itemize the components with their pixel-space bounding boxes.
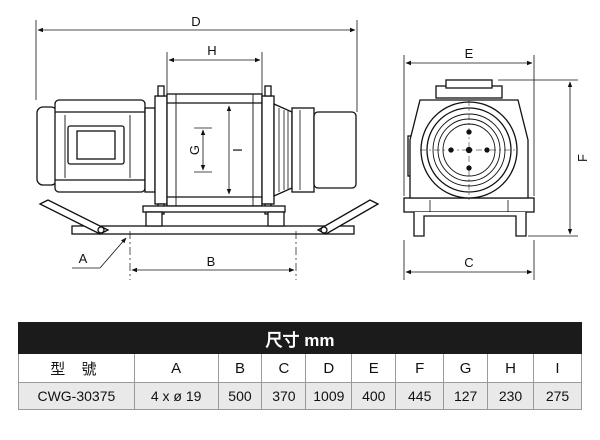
label-d: D	[191, 14, 200, 29]
table-row: CWG-30375 4 x ø 19 500 370 1009 400 445 …	[18, 382, 582, 410]
cell-b: 500	[217, 382, 263, 410]
header-a: A	[133, 353, 219, 383]
header-model: 型 號	[18, 353, 135, 383]
header-g: G	[443, 353, 489, 383]
header-b: B	[217, 353, 263, 383]
label-h: H	[207, 43, 216, 58]
gearbox	[261, 85, 357, 215]
table-header-row: 型 號 A B C D E F G H I	[18, 353, 582, 383]
cell-g: 127	[443, 382, 489, 410]
drum	[166, 93, 263, 207]
cell-c: 370	[261, 382, 307, 410]
header-h: H	[487, 353, 534, 383]
dimension-f: F	[498, 79, 590, 237]
table-title: 尺寸 mm	[18, 322, 582, 354]
cell-model: CWG-30375	[18, 382, 135, 410]
label-g: G	[187, 145, 202, 155]
label-c: C	[464, 255, 473, 270]
cell-h: 230	[487, 382, 534, 410]
label-f: F	[575, 154, 590, 162]
header-f: F	[395, 353, 445, 383]
dimension-c: C	[403, 240, 535, 280]
dimension-d: D	[35, 12, 358, 112]
leader-a: A	[72, 237, 127, 269]
dimension-b: B	[131, 254, 295, 273]
cell-e: 400	[351, 382, 397, 410]
header-e: E	[351, 353, 397, 383]
label-e: E	[465, 46, 474, 61]
dimension-e: E	[403, 46, 535, 196]
end-view	[403, 79, 535, 237]
dimension-h: H	[166, 43, 263, 94]
left-flange	[144, 85, 168, 215]
cell-a: 4 x ø 19	[133, 382, 219, 410]
label-a: A	[79, 251, 88, 266]
dimension-g: G	[187, 127, 212, 173]
side-view	[36, 85, 380, 280]
cell-f: 445	[395, 382, 445, 410]
base-frame	[38, 199, 380, 235]
dimension-table: 尺寸 mm 型 號 A B C D E F G H I CWG-30375 4 …	[18, 322, 582, 410]
table-title-row: 尺寸 mm	[18, 322, 582, 354]
motor-body	[36, 99, 146, 193]
winch-technical-drawing: D H G I B A	[35, 12, 590, 280]
label-b: B	[207, 254, 216, 269]
header-d: D	[305, 353, 353, 383]
header-i: I	[533, 353, 582, 383]
cell-d: 1009	[305, 382, 353, 410]
dimension-i: I	[226, 105, 245, 195]
label-i: I	[230, 148, 245, 152]
header-c: C	[261, 353, 307, 383]
cell-i: 275	[533, 382, 582, 410]
